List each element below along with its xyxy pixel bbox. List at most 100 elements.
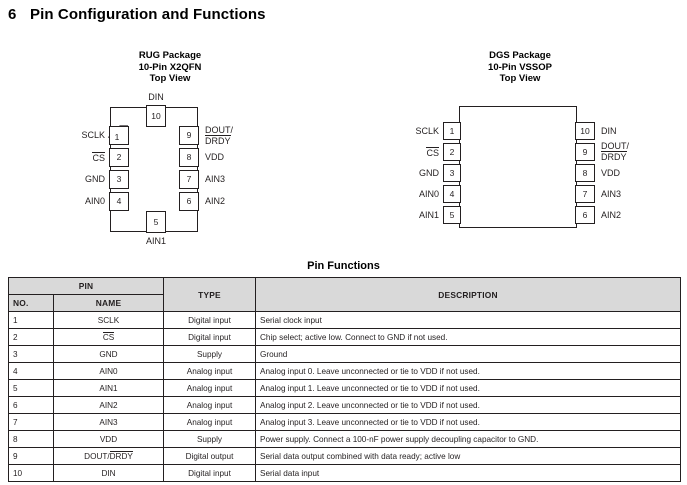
cell-pin-type: Digital input [163,464,256,482]
rug-pin-9-label: DOUT/ DRDY [205,125,275,146]
rug-pin-8-label: VDD [205,152,225,162]
rug-pin-8-number: 8 [186,152,192,163]
cell-pin-no: 7 [8,413,54,431]
cell-pin-name: AIN3 [53,413,164,431]
table-header-group-row: PIN TYPE DESCRIPTION [8,277,681,312]
pin-functions-title: Pin Functions [307,260,380,272]
dgs-pin-8-label: VDD [601,168,621,178]
rug-pin-8: 8 [179,148,199,167]
rug-pin-5: 5 [146,211,166,233]
rug-pin-1-label: SCLK [81,130,105,140]
cell-pin-type: Supply [163,345,256,363]
cell-pin-no: 8 [8,430,54,448]
cell-pin-type: Digital input [163,311,256,329]
dgs-pin-10-label: DIN [601,126,617,136]
page-title: 6 Pin Configuration and Functions [8,6,266,23]
cell-pin-no: 2 [8,328,54,346]
header-type: TYPE [163,277,256,312]
rug-pin-7-number: 7 [186,174,192,185]
rug-title-line-3: Top View [149,73,191,84]
rug-pin-1-number: 1 [114,131,120,142]
dgs-pin-2-label: CS [379,147,439,158]
cell-pin-description: Analog input 2. Leave unconnected or tie… [255,396,681,414]
dgs-pin-4-label: AIN0 [418,189,439,199]
dgs-pin-1-label: SCLK [415,126,439,136]
dgs-pin-9-number: 9 [582,146,588,157]
rug-package-title: RUG Package 10-Pin X2QFN Top View [85,50,255,85]
dgs-pin-8-number: 8 [582,167,588,178]
dgs-pin-7: 7 [575,185,595,203]
cell-pin-type: Analog input [163,413,256,431]
dgs-body-outline [459,106,577,228]
rug-pin-7: 7 [179,170,199,189]
cell-pin-type: Supply [163,430,256,448]
rug-pin-6-number: 6 [186,196,192,207]
dgs-pin-1-number: 1 [449,125,455,136]
rug-pin-9-label-line2: DRDY [205,135,231,146]
dgs-pin-7-label: AIN3 [601,189,622,199]
dgs-pin-10: 10 [575,122,595,140]
rug-title-line-1: RUG Package [138,50,202,61]
cell-pin-name-overline: DRDY [109,450,133,461]
cell-pin-description: Analog input 3. Leave unconnected or tie… [255,413,681,431]
dgs-package-title: DGS Package 10-Pin VSSOP Top View [435,50,605,85]
rug-pin-3: 3 [109,170,129,189]
dgs-title-line-3: Top View [499,73,541,84]
cell-pin-no: 4 [8,362,54,380]
rug-pin-6: 6 [179,192,199,211]
cell-pin-no: 9 [8,447,54,465]
cell-pin-name: AIN1 [53,379,164,397]
rug-title-line-2: 10-Pin X2QFN [138,61,202,73]
cell-pin-name: CS [53,328,164,346]
cell-pin-name: VDD [53,430,164,448]
rug-pin-10-number: 10 [151,110,161,121]
rug-pin-2-label-overline: CS [92,152,105,163]
rug-pin-10-label: DIN [148,92,164,102]
cell-pin-name: GND [53,345,164,363]
cell-pin-description: Serial data input [255,464,681,482]
rug-pin-4-number: 4 [116,196,122,207]
section-number: 6 [8,6,17,23]
rug-pin-2-label: CS [45,152,105,163]
table-header-row: NO. NAME [8,294,681,312]
dgs-pin-5-label: AIN1 [418,210,439,220]
cell-pin-name: AIN0 [53,362,164,380]
rug-pin-5-number: 5 [153,216,159,227]
dgs-pin-4-number: 4 [449,188,455,199]
header-pin-group: PIN [8,277,164,295]
rug-pin-5-label: AIN1 [145,236,166,246]
cell-pin-no: 10 [8,464,54,482]
dgs-pin-9: 9 [575,143,595,161]
rug-pin-4-label: AIN0 [84,196,105,206]
cell-pin-no: 6 [8,396,54,414]
rug-pin-3-label: GND [85,174,105,184]
dgs-pin-6-label: AIN2 [601,210,622,220]
dgs-pin-10-number: 10 [580,125,590,136]
dgs-title-line-2: 10-Pin VSSOP [488,61,552,73]
dgs-pin-4: 4 [443,185,461,203]
rug-pin-9: 9 [179,126,199,145]
dgs-pin-3-label: GND [419,168,439,178]
dgs-pin-9-label: DOUT/ DRDY [601,141,671,162]
header-name: NAME [53,294,164,312]
cell-pin-description: Analog input 1. Leave unconnected or tie… [255,379,681,397]
dgs-pin-5: 5 [443,206,461,224]
cell-pin-no: 3 [8,345,54,363]
rug-pin-10: 10 [146,105,166,127]
section-title: Pin Configuration and Functions [30,6,266,23]
cell-pin-no: 1 [8,311,54,329]
cell-pin-type: Digital output [163,447,256,465]
header-no: NO. [8,294,54,312]
rug-pin-4: 4 [109,192,129,211]
